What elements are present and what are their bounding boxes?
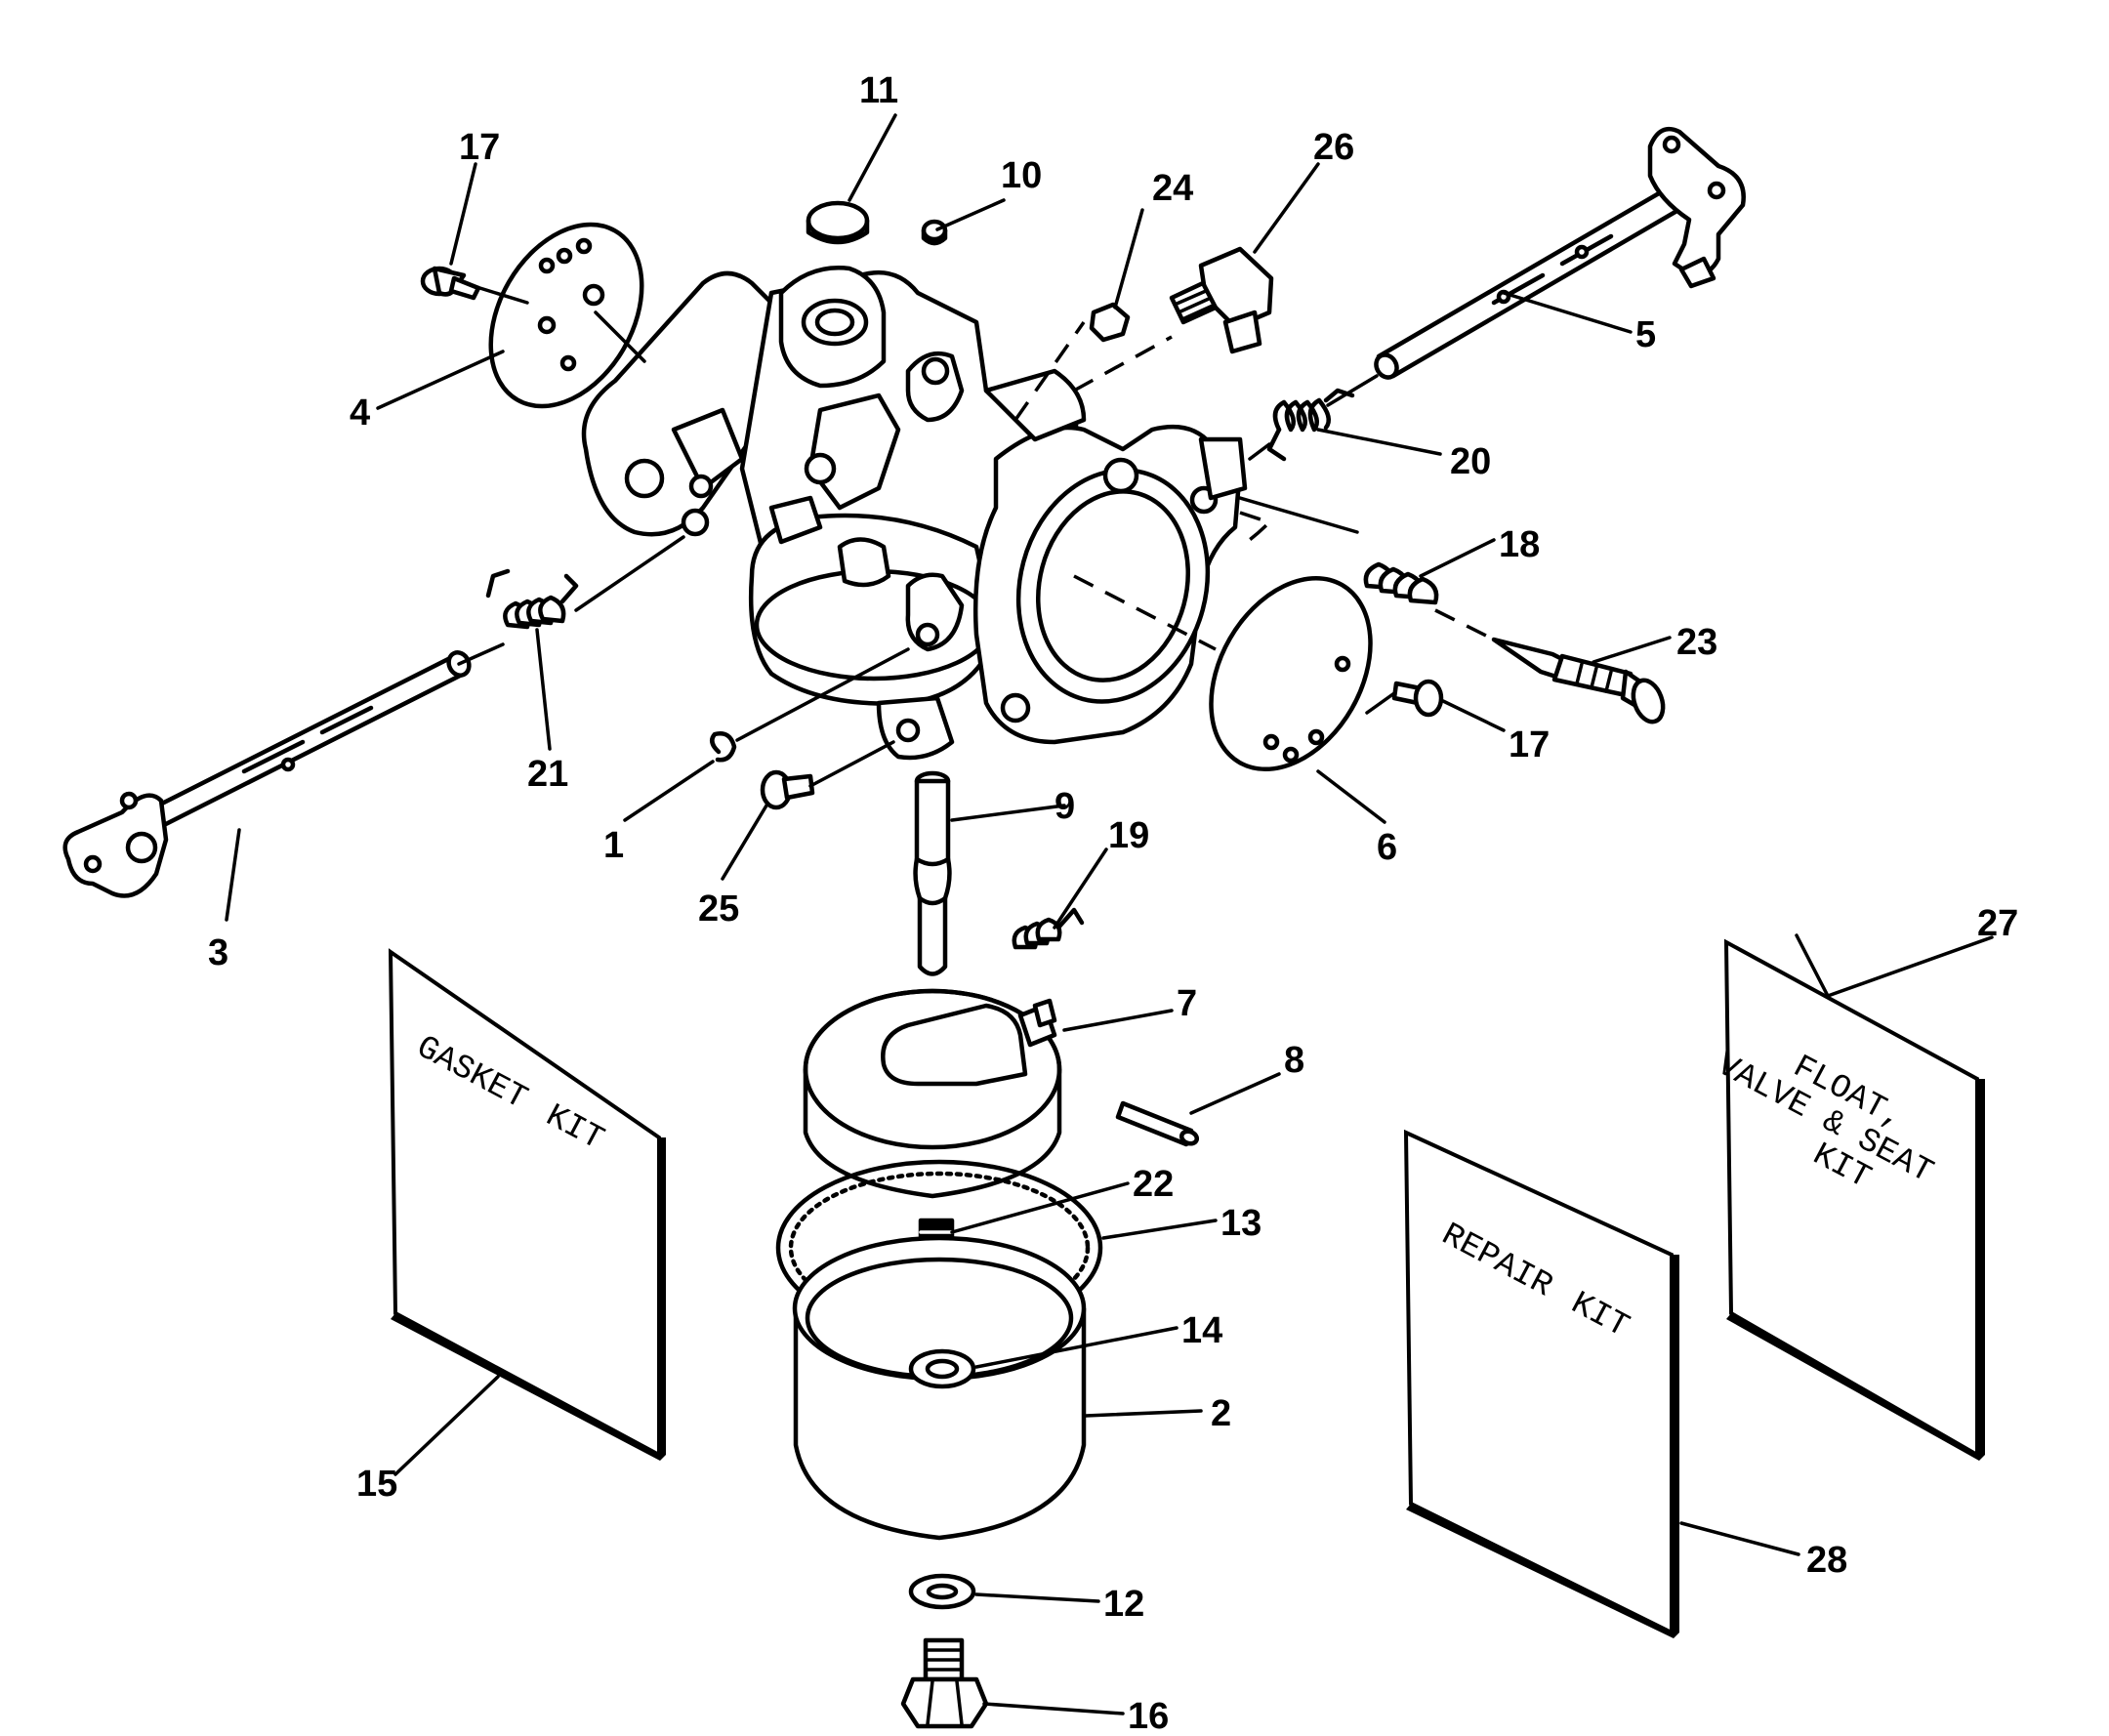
- callout-6: 6: [1377, 827, 1397, 868]
- welch-plug-11: [806, 200, 870, 245]
- callout-3: 3: [208, 932, 228, 973]
- callout-28: 28: [1806, 1540, 1847, 1581]
- washer-12: [908, 1573, 976, 1610]
- choke-plate-4: [488, 222, 644, 409]
- callout-15: 15: [356, 1464, 397, 1505]
- callout-17-right: 17: [1509, 724, 1550, 765]
- callout-25: 25: [698, 889, 739, 930]
- float-valve-seat-kit-sheet: [1723, 938, 1985, 1461]
- callout-17-top: 17: [459, 127, 500, 168]
- choke-shaft-3: [62, 650, 472, 898]
- spring-21: [485, 568, 579, 630]
- spring-20: [1266, 388, 1355, 462]
- gasket-kit-sheet: [388, 948, 666, 1461]
- callout-5: 5: [1635, 314, 1656, 355]
- washer-14: [908, 1348, 976, 1389]
- callout-4: 4: [350, 393, 370, 434]
- screw-25: [760, 769, 815, 810]
- callout-12: 12: [1103, 1584, 1144, 1625]
- callout-1: 1: [603, 825, 624, 866]
- callout-20: 20: [1450, 441, 1491, 482]
- screw-17-right: [1391, 679, 1444, 718]
- callout-7: 7: [1177, 983, 1197, 1024]
- throttle-shaft-5: [1374, 126, 1746, 380]
- drain-plug-16: [900, 1637, 989, 1729]
- fuel-inlet-fitting-26: [1169, 246, 1274, 354]
- carburetor-body: [581, 266, 1248, 761]
- callout-22: 22: [1133, 1164, 1174, 1205]
- callout-18: 18: [1499, 524, 1540, 565]
- clip-1: [710, 731, 737, 763]
- screw-17-top: [420, 266, 481, 301]
- callout-26: 26: [1313, 127, 1354, 168]
- callout-9: 9: [1054, 786, 1075, 827]
- callout-labels: 11 10 24 26 17 4 5 20 18 23 17 6 21 1 25…: [208, 70, 2018, 1736]
- float-7: [803, 988, 1062, 1199]
- float-bowl-2: [792, 1235, 1087, 1541]
- spring-19: [1012, 907, 1085, 950]
- callout-16: 16: [1128, 1696, 1169, 1736]
- callout-14: 14: [1181, 1310, 1222, 1351]
- plug-10: [921, 219, 948, 246]
- callout-19: 19: [1108, 815, 1149, 856]
- leader-lines: [225, 113, 1994, 1715]
- callout-8: 8: [1284, 1040, 1304, 1081]
- mixture-needle-23: [1491, 637, 1666, 724]
- callout-24: 24: [1152, 168, 1193, 209]
- float-pin-8: [1115, 1100, 1200, 1147]
- callout-11: 11: [859, 70, 898, 111]
- nut-24: [1089, 302, 1131, 343]
- callout-23: 23: [1676, 622, 1717, 663]
- callout-2: 2: [1211, 1393, 1231, 1434]
- throttle-plate-6: [1209, 575, 1373, 772]
- repair-kit-sheet: [1403, 1129, 1679, 1638]
- callout-27: 27: [1977, 903, 2018, 944]
- spring-18: [1363, 561, 1439, 605]
- callout-10: 10: [1001, 155, 1042, 196]
- nozzle-9: [913, 770, 952, 976]
- callout-13: 13: [1220, 1203, 1261, 1244]
- callout-21: 21: [527, 754, 568, 795]
- assembly-lines: [457, 284, 1495, 788]
